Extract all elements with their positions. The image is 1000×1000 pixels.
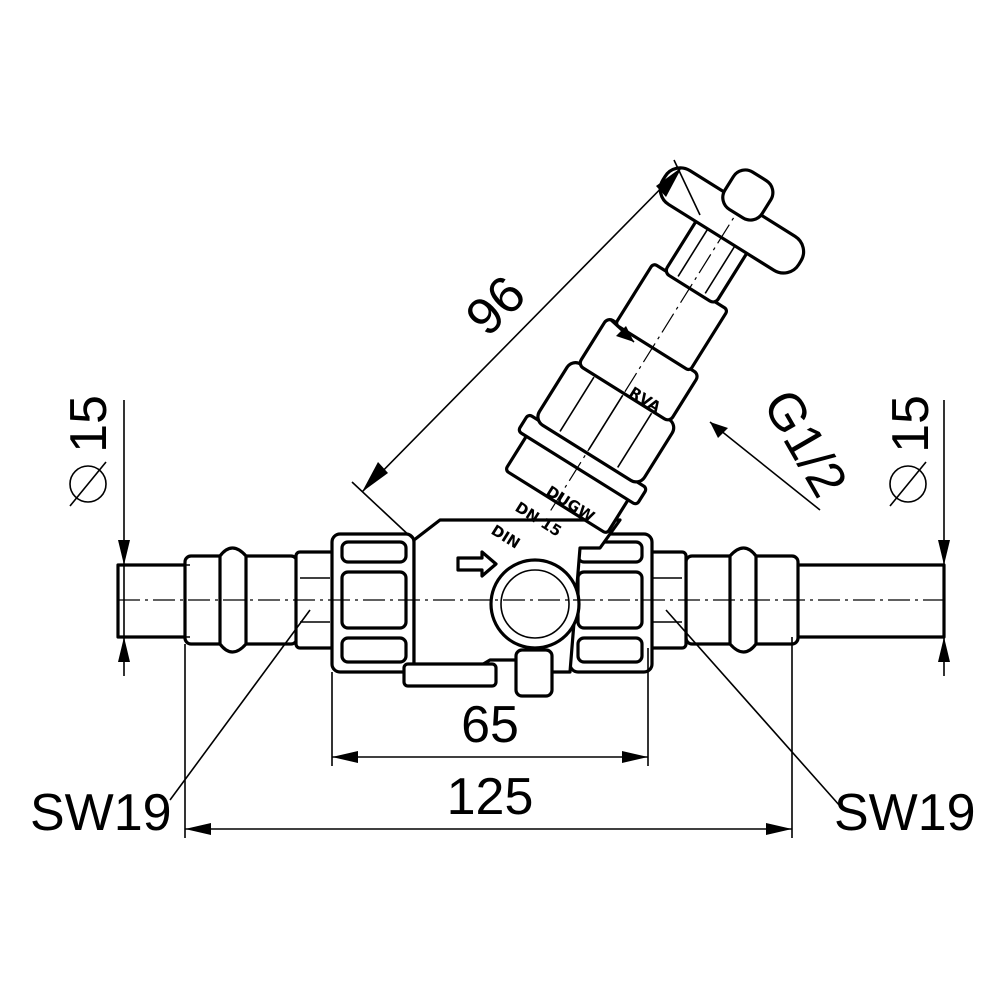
dim-pipe-dia-left: 15 — [60, 395, 190, 676]
dim-body-width: 65 — [331, 648, 649, 766]
dim-body-width-label: 65 — [461, 696, 519, 754]
flow-arrow-icon — [456, 550, 498, 578]
dim-pipe-dia-right: 15 — [882, 395, 950, 676]
dim-wrench-left-label: SW19 — [30, 784, 172, 842]
right-union-nut — [568, 532, 654, 674]
valve-bonnet-assembly — [505, 166, 806, 534]
dim-wrench-right: SW19 — [665, 609, 976, 842]
right-pipe — [646, 546, 946, 654]
left-union-nut — [330, 532, 416, 674]
dim-stem-length-label: 96 — [455, 265, 537, 347]
diameter-icon — [69, 465, 107, 503]
dim-pipe-dia-right-label: 15 — [882, 395, 940, 453]
dim-wrench-left: SW19 — [30, 609, 311, 842]
dim-overall-length: 125 — [184, 637, 793, 838]
diameter-icon — [889, 465, 927, 503]
test-port — [489, 558, 581, 650]
dim-thread-label: G1/2 — [751, 380, 858, 507]
dim-overall-length-label: 125 — [447, 768, 534, 826]
handwheel-knob — [721, 168, 775, 222]
dim-wrench-right-label: SW19 — [834, 784, 976, 842]
dim-pipe-dia-left-label: 15 — [60, 395, 118, 453]
